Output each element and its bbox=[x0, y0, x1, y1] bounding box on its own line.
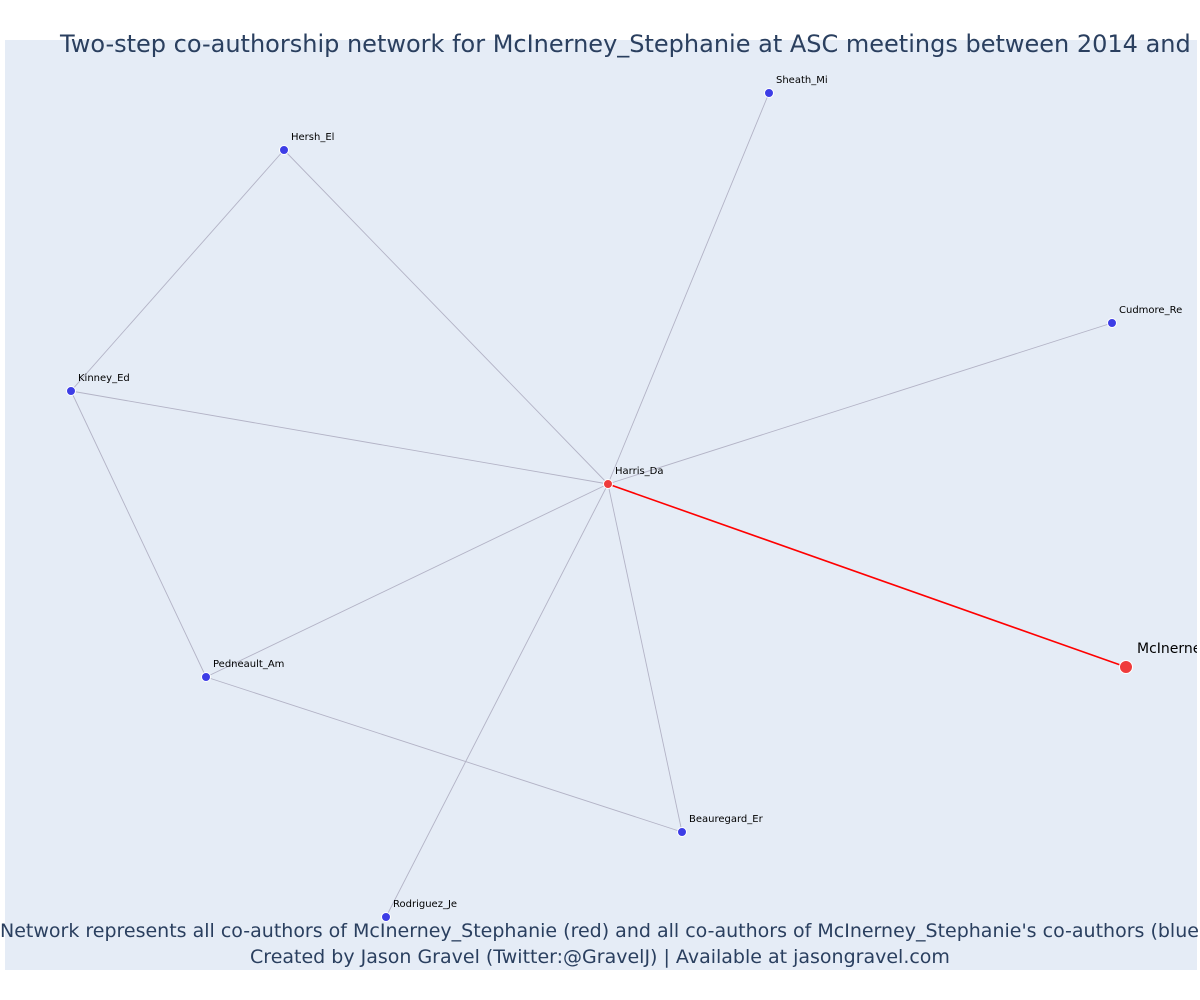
caption-line-1: Network represents all co-authors of McI… bbox=[0, 920, 1200, 942]
node-label-rodriguez-je: Rodriguez_Je bbox=[393, 899, 457, 910]
node-rodriguez-je[interactable] bbox=[381, 912, 391, 922]
edge-kinney-ed-pedneault-am bbox=[70, 390, 207, 678]
caption-line-2: Created by Jason Gravel (Twitter:@Gravel… bbox=[250, 946, 950, 968]
node-label-harris-da: Harris_Da bbox=[615, 466, 664, 477]
labels-layer: McInerney_Stephanie Harris_Da Sheath_MiHer… bbox=[78, 75, 1197, 910]
node-beauregard-er[interactable] bbox=[677, 827, 687, 837]
node-kinney-ed[interactable] bbox=[66, 386, 76, 396]
node-cudmore-re[interactable] bbox=[1107, 318, 1117, 328]
edge-harris-da-kinney-ed bbox=[70, 390, 609, 485]
edge-harris-da-rodriguez-je bbox=[385, 483, 609, 918]
node-label-beauregard-er: Beauregard_Er bbox=[689, 814, 764, 825]
edge-mcinerney-stephanie-harris-da bbox=[607, 483, 1127, 668]
edge-harris-da-cudmore-re bbox=[607, 322, 1113, 485]
node-label-hersh-el: Hersh_El bbox=[291, 132, 334, 143]
network-diagram: McInerney_Stephanie Harris_Da Sheath_MiHer… bbox=[66, 75, 1197, 922]
node-mcinerney-stephanie[interactable] bbox=[1119, 660, 1133, 674]
edge-pedneault-am-beauregard-er bbox=[205, 676, 683, 833]
chart-title: Two-step co-authorship network for McIne… bbox=[60, 30, 1200, 58]
node-sheath-mi[interactable] bbox=[764, 88, 774, 98]
edges-layer bbox=[70, 92, 1127, 918]
edge-hersh-el-kinney-ed bbox=[70, 149, 285, 392]
node-harris-da[interactable] bbox=[603, 479, 613, 489]
edge-harris-da-hersh-el bbox=[283, 149, 609, 485]
node-label-mcinerney-stephanie: McInerney_Stephanie bbox=[1137, 641, 1197, 657]
nodes-layer bbox=[66, 88, 1133, 922]
edge-harris-da-beauregard-er bbox=[607, 483, 683, 833]
node-pedneault-am[interactable] bbox=[201, 672, 211, 682]
node-label-sheath-mi: Sheath_Mi bbox=[776, 75, 828, 86]
edge-harris-da-sheath-mi bbox=[607, 92, 770, 485]
plot-area: McInerney_Stephanie Harris_Da Sheath_MiHer… bbox=[5, 40, 1197, 970]
node-hersh-el[interactable] bbox=[279, 145, 289, 155]
node-label-kinney-ed: Kinney_Ed bbox=[78, 373, 130, 384]
edge-harris-da-pedneault-am bbox=[205, 483, 609, 678]
node-label-cudmore-re: Cudmore_Re bbox=[1119, 305, 1182, 316]
caption: Network represents all co-authors of McI… bbox=[0, 918, 1200, 970]
node-label-pedneault-am: Pedneault_Am bbox=[213, 659, 284, 670]
